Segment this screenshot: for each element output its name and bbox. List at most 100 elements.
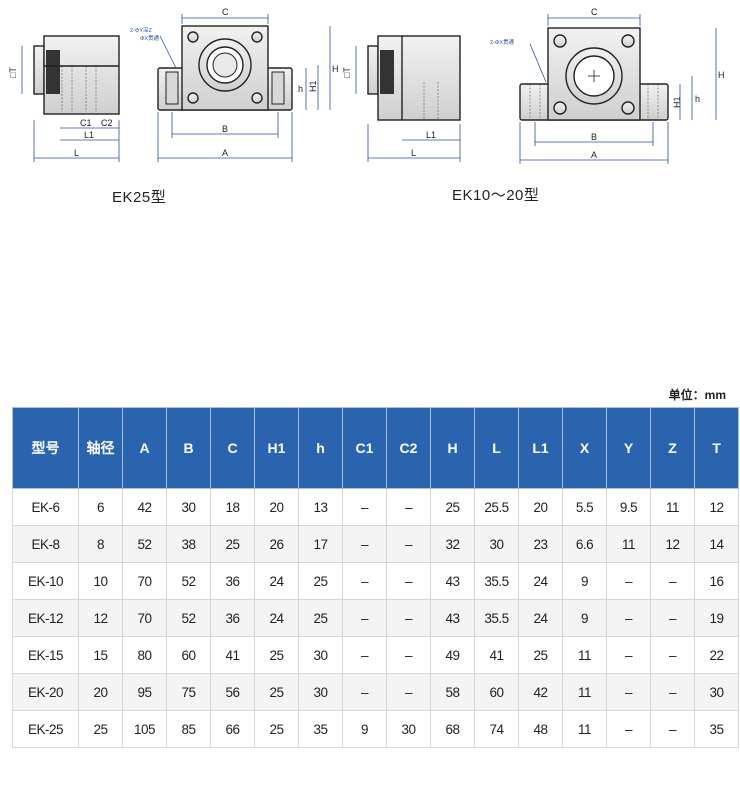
value-cell: 24 (254, 562, 299, 600)
value-cell: 25 (254, 636, 299, 674)
value-cell: 56 (210, 673, 255, 711)
value-cell: 70 (122, 599, 167, 637)
value-cell: 25 (518, 636, 563, 674)
value-cell: – (342, 673, 387, 711)
value-cell: 52 (122, 525, 167, 563)
value-cell: 36 (210, 599, 255, 637)
value-cell: – (650, 599, 695, 637)
value-cell: 20 (254, 488, 299, 526)
value-cell: 52 (166, 562, 211, 600)
ek25-label-T: □T (8, 67, 18, 78)
ek10-20-label-H: H (718, 70, 725, 80)
value-cell: 25 (210, 525, 255, 563)
ek25-label-L1: L1 (84, 130, 94, 140)
value-cell: – (650, 710, 695, 748)
value-cell: 35 (694, 710, 739, 748)
value-cell: 11 (562, 636, 607, 674)
model-cell: EK-10 (12, 562, 79, 600)
value-cell: 16 (694, 562, 739, 600)
value-cell: 23 (518, 525, 563, 563)
model-cell: EK-25 (12, 710, 79, 748)
unit-label: 单位：mm (668, 388, 726, 402)
value-cell: 20 (78, 673, 123, 711)
ek10-20-label-T: □T (342, 67, 352, 78)
model-cell: EK-20 (12, 673, 79, 711)
ek10-20-label-C: C (591, 7, 598, 17)
value-cell: 36 (210, 562, 255, 600)
model-cell: EK-12 (12, 599, 79, 637)
ek10-20-label-L: L (411, 148, 416, 158)
value-cell: – (606, 636, 651, 674)
value-cell: 68 (430, 710, 475, 748)
value-cell: 30 (298, 673, 343, 711)
model-cell: EK-6 (12, 488, 79, 526)
value-cell: 9 (562, 562, 607, 600)
value-cell: 42 (122, 488, 167, 526)
ek25-label-H: H (332, 64, 339, 74)
header-cell: B (166, 407, 211, 489)
ek10-20-label-A: A (591, 150, 597, 160)
value-cell: 52 (166, 599, 211, 637)
spec-table: 型号 轴径 A B C H1 h C1 C2 H L L1 X Y Z T EK… (12, 407, 739, 748)
ek10-20-label-h: h (695, 94, 700, 104)
value-cell: 22 (694, 636, 739, 674)
value-cell: 35 (298, 710, 343, 748)
value-cell: 26 (254, 525, 299, 563)
value-cell: 6.6 (562, 525, 607, 563)
model-cell: EK-15 (12, 636, 79, 674)
value-cell: 25.5 (474, 488, 519, 526)
value-cell: 18 (210, 488, 255, 526)
value-cell: 20 (518, 488, 563, 526)
ek10-20-caption: EK10～20型 (452, 187, 540, 204)
value-cell: 60 (474, 673, 519, 711)
ek10-20-side-view: □T L1 L (342, 35, 461, 162)
ek10-20-front-view: C B A H1 h H 2-ΦX贯通 (490, 7, 725, 164)
value-cell: – (386, 488, 431, 526)
value-cell: – (342, 636, 387, 674)
header-cell: H (430, 407, 475, 489)
ek25-hole-note-1: 2-ΦY深Z (130, 26, 152, 34)
header-cell: L1 (518, 407, 563, 489)
value-cell: 25 (298, 599, 343, 637)
value-cell: 43 (430, 599, 475, 637)
value-cell: – (386, 673, 431, 711)
value-cell: – (650, 673, 695, 711)
value-cell: 42 (518, 673, 563, 711)
value-cell: 25 (298, 562, 343, 600)
value-cell: – (342, 525, 387, 563)
value-cell: 12 (650, 525, 695, 563)
header-cell: h (298, 407, 343, 489)
value-cell: 30 (474, 525, 519, 563)
value-cell: 35.5 (474, 599, 519, 637)
value-cell: 17 (298, 525, 343, 563)
value-cell: 60 (166, 636, 211, 674)
header-cell: L (474, 407, 519, 489)
ek25-caption: EK25型 (112, 189, 167, 206)
value-cell: – (386, 599, 431, 637)
value-cell: – (386, 562, 431, 600)
value-cell: 24 (518, 562, 563, 600)
value-cell: 66 (210, 710, 255, 748)
ek10-20-label-B: B (591, 132, 597, 142)
ek10-20-label-L1: L1 (426, 130, 436, 140)
ek25-label-C1: C1 (80, 118, 92, 128)
model-cell: EK-8 (12, 525, 79, 563)
ek25-label-C2: C2 (101, 118, 113, 128)
value-cell: 13 (298, 488, 343, 526)
value-cell: 85 (166, 710, 211, 748)
value-cell: 30 (694, 673, 739, 711)
value-cell: 43 (430, 562, 475, 600)
value-cell: 25 (254, 710, 299, 748)
ek25-label-L: L (74, 148, 79, 158)
value-cell: 6 (78, 488, 123, 526)
header-cell: H1 (254, 407, 299, 489)
value-cell: 38 (166, 525, 211, 563)
value-cell: 49 (430, 636, 475, 674)
value-cell: 74 (474, 710, 519, 748)
value-cell: 30 (298, 636, 343, 674)
table-header-row: 型号 轴径 A B C H1 h C1 C2 H L L1 X Y Z T (12, 407, 739, 489)
